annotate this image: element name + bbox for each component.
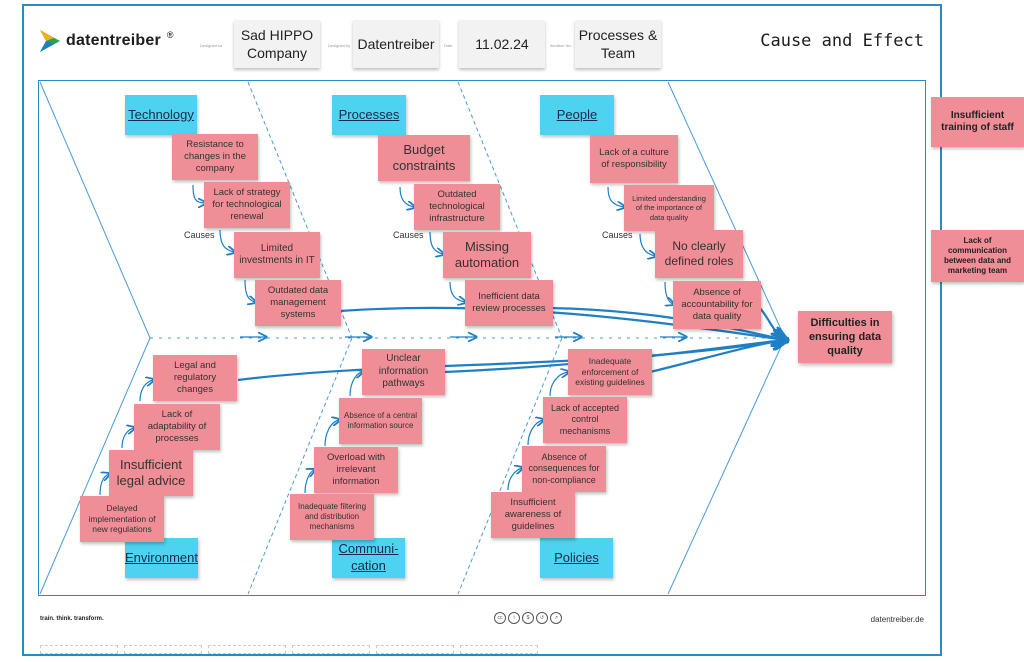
note-budget-constraints[interactable]: Budget constraints [378, 135, 470, 181]
designed-by-label: Designed by [328, 43, 351, 48]
note-absence-of-accountability[interactable]: Absence of accountability for data quali… [673, 281, 761, 329]
side-note-communication[interactable]: Lack of communication between data and m… [931, 230, 1024, 282]
note-limited-it-investments[interactable]: Limited investments in IT [234, 232, 320, 278]
note-lack-of-control[interactable]: Lack of accepted control mechanisms [543, 397, 627, 443]
note-resistance-to-change[interactable]: Resistance to changes in the company [172, 134, 258, 180]
note-insufficient-legal-advice[interactable]: Insufficient legal advice [109, 450, 193, 496]
note-outdated-data-systems[interactable]: Outdated data management systems [255, 280, 341, 326]
side-note-training[interactable]: Insufficient training of staff [931, 97, 1024, 147]
footer-website[interactable]: datentreiber.de [870, 615, 924, 624]
sa-icon: ↺ [536, 612, 548, 624]
cc-icon: cc [494, 612, 506, 624]
note-outdated-infrastructure[interactable]: Outdated technological infrastructure [414, 184, 500, 230]
legend-cell [208, 645, 286, 654]
note-unclear-pathways[interactable]: Unclear information pathways [362, 349, 445, 395]
legend-cell [376, 645, 454, 654]
legend-cell [124, 645, 202, 654]
note-no-consequences[interactable]: Absence of consequences for non-complian… [522, 446, 606, 492]
brand-logo: datentreiber ® [40, 30, 174, 52]
note-lack-of-adaptability[interactable]: Lack of adaptability of processes [134, 404, 220, 450]
bone-lines [150, 81, 785, 595]
date-card[interactable]: 11.02.24 [459, 20, 545, 68]
note-inadequate-filtering[interactable]: Inadequate filtering and distribution me… [290, 494, 374, 540]
legend-cell [292, 645, 370, 654]
category-policies[interactable]: Policies [540, 538, 613, 578]
category-people[interactable]: People [540, 95, 614, 135]
designed-for-label: Designed for [200, 43, 223, 48]
effect-note[interactable]: Difficulties in ensuring data quality [798, 311, 892, 363]
by-icon: i [508, 612, 520, 624]
date-label: Date [444, 43, 453, 48]
note-no-central-source[interactable]: Absence of a central information source [339, 398, 422, 444]
brand-registered-mark: ® [166, 30, 174, 40]
note-inadequate-enforcement[interactable]: Inadequate enforcement of existing guide… [568, 349, 652, 395]
note-missing-automation[interactable]: Missing automation [443, 232, 531, 278]
connector-arrows [99, 184, 673, 496]
note-insufficient-awareness[interactable]: Insufficient awareness of guidelines [491, 492, 575, 538]
brand-name: datentreiber [66, 32, 161, 49]
causes-label-technology: Causes [184, 230, 215, 240]
category-technology[interactable]: Technology [125, 95, 197, 135]
iteration-card[interactable]: Processes & Team [575, 20, 661, 68]
note-information-overload[interactable]: Overload with irrelevant information [314, 447, 398, 493]
footer-slogan: train. think. transform. [40, 616, 104, 622]
nc-icon: $ [522, 612, 534, 624]
diagram-canvas [38, 80, 926, 596]
category-communication[interactable]: Communi-cation [332, 538, 405, 578]
iteration-label: Iteration No. [550, 43, 572, 48]
legend-cell [460, 645, 538, 654]
page-title: Cause and Effect [760, 31, 924, 51]
note-lack-of-strategy[interactable]: Lack of strategy for technological renew… [204, 182, 290, 228]
designed-for-card[interactable]: Sad HIPPO Company [234, 20, 320, 68]
note-inefficient-review[interactable]: Inefficient data review processes [465, 280, 553, 326]
share-icon: ↗ [550, 612, 562, 624]
causes-label-processes: Causes [393, 230, 424, 240]
datentreiber-logo-icon [40, 30, 60, 52]
note-limited-understanding[interactable]: Limited understanding of the importance … [624, 185, 714, 231]
note-legal-changes[interactable]: Legal and regulatory changes [153, 355, 237, 401]
category-processes[interactable]: Processes [332, 95, 406, 135]
note-delayed-implementation[interactable]: Delayed implementation of new regulation… [80, 496, 164, 542]
causes-label-people: Causes [602, 230, 633, 240]
category-environment[interactable]: Environment [125, 538, 198, 578]
fish-outline [39, 81, 786, 595]
note-culture-of-responsibility[interactable]: Lack of a culture of responsibility [590, 135, 678, 183]
note-no-defined-roles[interactable]: No clearly defined roles [655, 230, 743, 278]
designed-by-card[interactable]: Datentreiber [353, 20, 439, 68]
legend-cell [40, 645, 118, 654]
